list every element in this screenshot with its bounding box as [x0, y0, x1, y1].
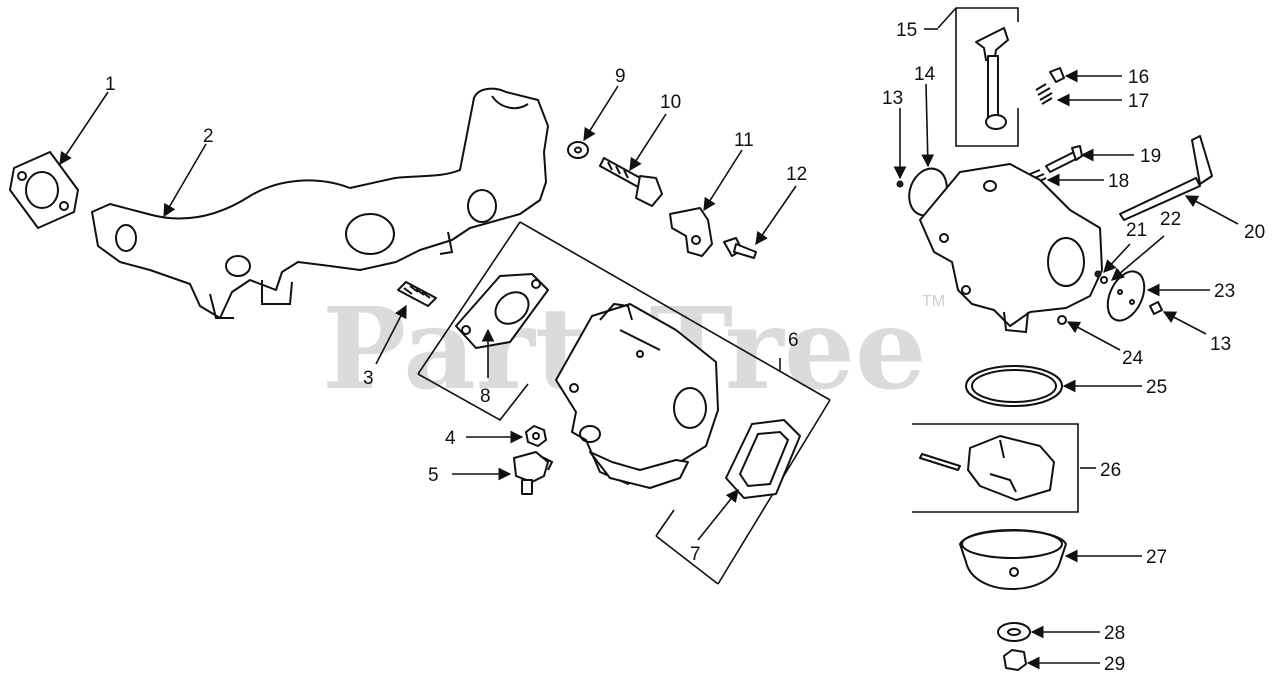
- callout-4: 4: [445, 428, 456, 449]
- callout-3: 3: [363, 368, 374, 389]
- leader-lines: [59, 28, 1239, 670]
- part-1-gasket: [9, 151, 79, 229]
- callout-15: 15: [896, 20, 917, 41]
- part-25-bowl-gasket: [965, 365, 1063, 407]
- kit-box-15: [937, 7, 1019, 147]
- part-13-screw-top: [896, 180, 904, 188]
- callout-26: 26: [1100, 460, 1121, 481]
- callout-labels: 1 2 3 4 5 6 7 8 9 10 11 12 13 14 15 16 1…: [105, 20, 1265, 675]
- leader-22: [1111, 235, 1165, 281]
- leader-2: [163, 143, 207, 218]
- callout-18: 18: [1108, 171, 1129, 192]
- callout-12: 12: [786, 164, 807, 185]
- leader-21: [1103, 243, 1131, 273]
- callout-9: 9: [615, 66, 626, 87]
- part-4-nut: [525, 425, 547, 447]
- part-9-washer: [567, 141, 589, 159]
- part-16-screw: [1049, 67, 1065, 83]
- callout-10: 10: [660, 92, 681, 113]
- part-19-screw: [1045, 145, 1083, 173]
- leader-7: [697, 489, 739, 541]
- leader-1: [59, 91, 109, 166]
- part-17-spring: [1035, 83, 1053, 105]
- part-8-gasket: [455, 273, 549, 349]
- watermark-trademark: TM: [922, 293, 945, 310]
- kit-box-26: [912, 423, 1079, 513]
- part-27-float-bowl: [959, 529, 1067, 590]
- part-13-screw-bottom: [1149, 301, 1163, 315]
- callout-24: 24: [1122, 348, 1144, 369]
- leader-24: [1066, 321, 1121, 351]
- part-carburetor-kit: [555, 302, 719, 489]
- callout-27: 27: [1146, 547, 1167, 568]
- callout-20: 20: [1244, 222, 1265, 243]
- part-20-throttle-shaft: [1119, 135, 1213, 221]
- callout-17: 17: [1128, 91, 1149, 112]
- part-29-bowl-bolt: [1003, 649, 1027, 671]
- callout-25: 25: [1146, 377, 1167, 398]
- callout-13-top: 13: [882, 88, 903, 109]
- callout-7: 7: [690, 544, 701, 565]
- callout-28: 28: [1104, 623, 1125, 644]
- callout-14: 14: [914, 64, 936, 85]
- callout-1: 1: [105, 74, 116, 95]
- part-10-bolt: [599, 157, 663, 207]
- leader-12: [755, 185, 797, 246]
- leader-11: [703, 149, 743, 212]
- part-2-intake-manifold: [91, 87, 549, 319]
- callout-11: 11: [734, 130, 754, 151]
- leader-10: [629, 113, 667, 172]
- callout-21: 21: [1126, 220, 1147, 241]
- part-3-stud: [397, 281, 437, 307]
- part-carburetor-body: [919, 163, 1103, 334]
- part-21-spring: [1094, 270, 1108, 284]
- part-24-screw: [1057, 315, 1067, 325]
- part-11-bracket: [669, 207, 713, 257]
- leader-3: [375, 304, 407, 365]
- leader-9: [583, 85, 619, 142]
- callout-8: 8: [480, 386, 491, 407]
- leader-13-bottom: [1162, 311, 1207, 335]
- part-12-screw: [723, 237, 757, 259]
- callout-23: 23: [1214, 281, 1235, 302]
- part-5-fitting: [513, 451, 554, 495]
- leader-14: [921, 83, 935, 168]
- callout-2: 2: [203, 126, 214, 147]
- callout-5: 5: [428, 465, 439, 486]
- callout-16: 16: [1128, 67, 1149, 88]
- callout-13-bottom: 13: [1210, 334, 1231, 355]
- leader-20: [1184, 195, 1239, 225]
- part-23-choke-plate: [1106, 270, 1146, 322]
- callout-19: 19: [1140, 146, 1161, 167]
- part-7-gasket: [725, 419, 801, 499]
- part-28-washer: [997, 622, 1031, 642]
- callout-6: 6: [788, 330, 799, 351]
- callout-29: 29: [1104, 654, 1125, 675]
- callout-22: 22: [1160, 209, 1181, 230]
